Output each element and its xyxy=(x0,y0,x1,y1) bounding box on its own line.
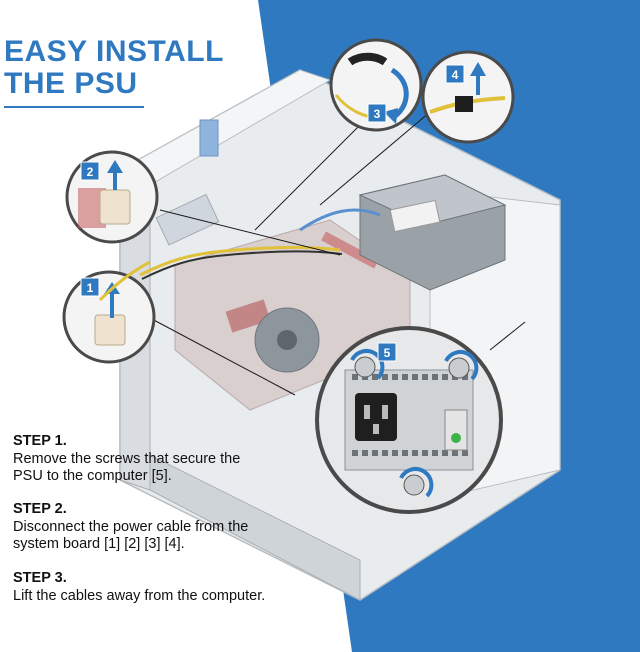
step-2-text: Disconnect the power cable from the syst… xyxy=(13,519,249,552)
blue-cable xyxy=(299,208,381,232)
step-1: STEP 1. Remove the screws that secure th… xyxy=(13,432,303,485)
board-slot xyxy=(321,231,379,269)
leader-line-3 xyxy=(254,119,366,231)
screw-icon xyxy=(350,349,385,380)
screw-icon xyxy=(444,350,479,381)
callout-circle-4 xyxy=(421,50,515,144)
callout-badge-1: 1 xyxy=(80,277,100,297)
svg-text:2: 2 xyxy=(87,165,94,179)
svg-text:3: 3 xyxy=(374,107,381,121)
svg-text:5: 5 xyxy=(384,346,391,360)
board-chip xyxy=(225,299,271,333)
leader-line-4 xyxy=(319,111,431,206)
leader-line-1 xyxy=(149,317,296,396)
arrow-up-icon xyxy=(470,62,486,76)
title-line-1: EASY INSTALL xyxy=(4,35,224,68)
step-2: STEP 2. Disconnect the power cable from … xyxy=(13,500,303,553)
callout-circle-3 xyxy=(329,38,423,132)
callout-badge-4: 4 xyxy=(445,64,465,84)
step-3-heading: STEP 3. xyxy=(13,570,67,586)
step-2-heading: STEP 2. xyxy=(13,501,67,517)
page-title: EASY INSTALL THE PSU xyxy=(4,36,224,100)
screw-icon xyxy=(399,467,434,498)
drive-bay xyxy=(155,193,220,246)
step-1-heading: STEP 1. xyxy=(13,433,67,449)
power-switch-icon xyxy=(451,433,461,443)
step-3-text: Lift the cables away from the computer. xyxy=(13,588,266,604)
blue-latch xyxy=(199,119,219,157)
title-line-2: THE PSU xyxy=(4,67,138,100)
psu-label xyxy=(389,199,441,233)
title-underline xyxy=(4,106,144,108)
svg-text:1: 1 xyxy=(87,281,94,295)
callout-badge-3: 3 xyxy=(367,103,387,123)
arrow-up-icon xyxy=(107,160,123,173)
chassis-bottom xyxy=(149,454,361,601)
step-3: STEP 3. Lift the cables away from the co… xyxy=(13,569,303,605)
yellow-power-cable xyxy=(139,245,341,277)
step-1-text: Remove the screws that secure the PSU to… xyxy=(13,451,241,484)
callout-badge-2: 2 xyxy=(80,161,100,181)
callout-badge-5: 5 xyxy=(377,342,397,362)
svg-text:4: 4 xyxy=(452,68,459,82)
callout-circle-5 xyxy=(315,326,503,514)
leader-line-2 xyxy=(159,209,341,256)
leader-line-5 xyxy=(489,321,526,351)
